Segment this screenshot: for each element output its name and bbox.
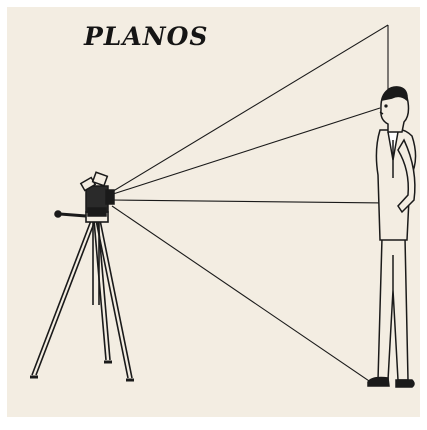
- sight-line-feet: [112, 206, 375, 385]
- sight-line-top-frame: [110, 25, 388, 193]
- tripod-icon: [30, 211, 134, 380]
- sight-lines: [110, 25, 392, 385]
- movie-camera-icon: [81, 172, 114, 216]
- sight-line-head: [110, 108, 380, 195]
- standing-man-icon: [368, 87, 416, 387]
- sight-line-waist: [112, 200, 392, 203]
